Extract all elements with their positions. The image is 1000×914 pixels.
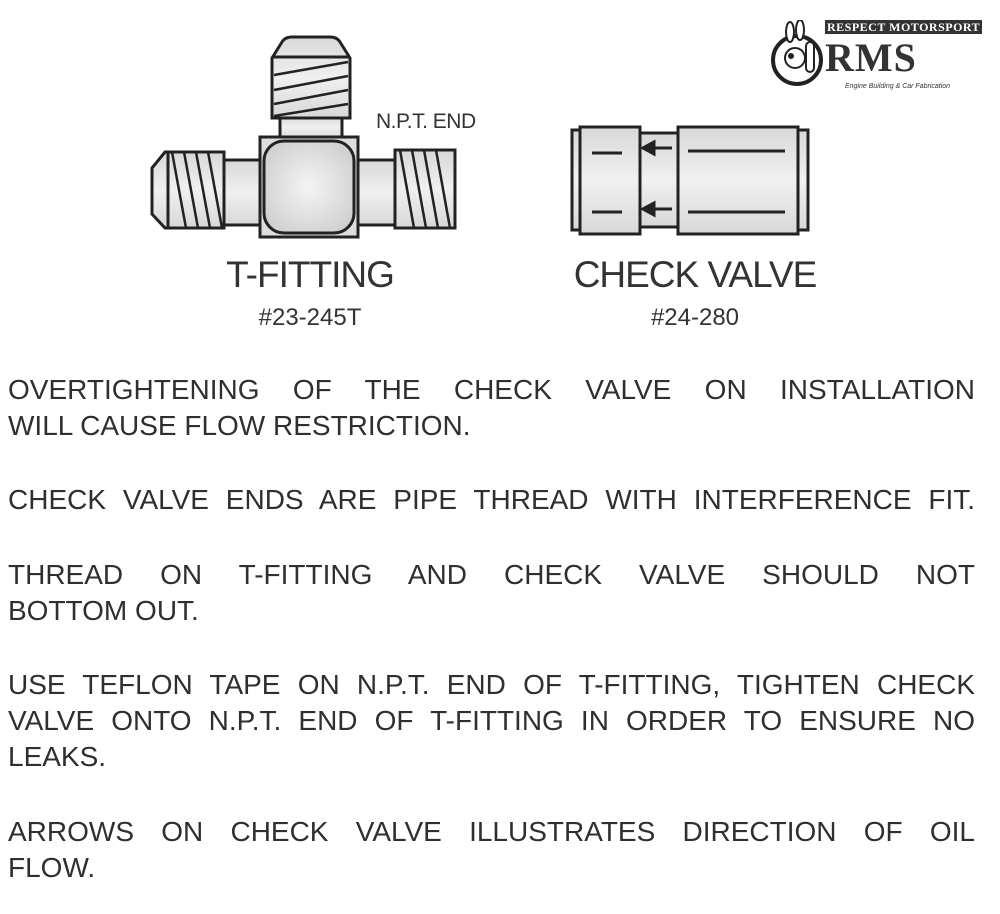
instruction-line: CHECK VALVE ENDS ARE PIPE THREAD WITH IN…: [8, 484, 975, 515]
logo-tagline: Engine Building & Car Fabrication: [845, 83, 951, 90]
instruction-line: FLOW.: [8, 852, 96, 883]
check-valve-part-number: #24-280: [650, 304, 740, 331]
instruction-line: ARROWS ON CHECK VALVE ILLUSTRATES DIRECT…: [8, 816, 975, 847]
instruction-line: USE TEFLON TAPE ON N.P.T. END OF T-FITTI…: [8, 669, 975, 700]
instruction-paragraph: CHECK VALVE ENDS ARE PIPE THREAD WITH IN…: [8, 482, 975, 518]
t-fitting-title: T-FITTING: [226, 254, 395, 295]
check-valve-drawing: [570, 125, 810, 236]
fittings-diagram: [150, 35, 810, 239]
flow-arrow-icon: [639, 200, 672, 218]
npt-end-label: N.P.T. END: [376, 110, 476, 133]
instruction-line: THREAD ON T-FITTING AND CHECK VALVE SHOU…: [8, 559, 975, 590]
flow-arrow-icon: [639, 139, 672, 157]
instruction-line: LEAKS.: [8, 741, 107, 772]
rabbit-mascot-icon: [771, 20, 823, 86]
logo-top-text: RESPECT MOTORSPORT: [825, 20, 983, 34]
instruction-paragraph: OVERTIGHTENING OF THE CHECK VALVE ON INS…: [8, 372, 975, 444]
instruction-line: BOTTOM OUT.: [8, 595, 199, 626]
check-valve-title: CHECK VALVE: [573, 254, 818, 295]
t-fitting-drawing: [150, 35, 457, 239]
instruction-line: WILL CAUSE FLOW RESTRICTION.: [8, 410, 471, 441]
logo-main-text: RMS: [825, 35, 917, 80]
instruction-line: VALVE ONTO N.P.T. END OF T-FITTING IN OR…: [8, 705, 975, 736]
instruction-line: OVERTIGHTENING OF THE CHECK VALVE ON INS…: [8, 374, 975, 405]
instruction-paragraph: USE TEFLON TAPE ON N.P.T. END OF T-FITTI…: [8, 667, 975, 775]
instruction-paragraph: ARROWS ON CHECK VALVE ILLUSTRATES DIRECT…: [8, 814, 975, 886]
instruction-paragraph: THREAD ON T-FITTING AND CHECK VALVE SHOU…: [8, 557, 975, 629]
rms-logo: RESPECT MOTORSPORT RMS Engine Building &…: [770, 20, 983, 96]
t-fitting-part-number: #23-245T: [258, 304, 362, 331]
